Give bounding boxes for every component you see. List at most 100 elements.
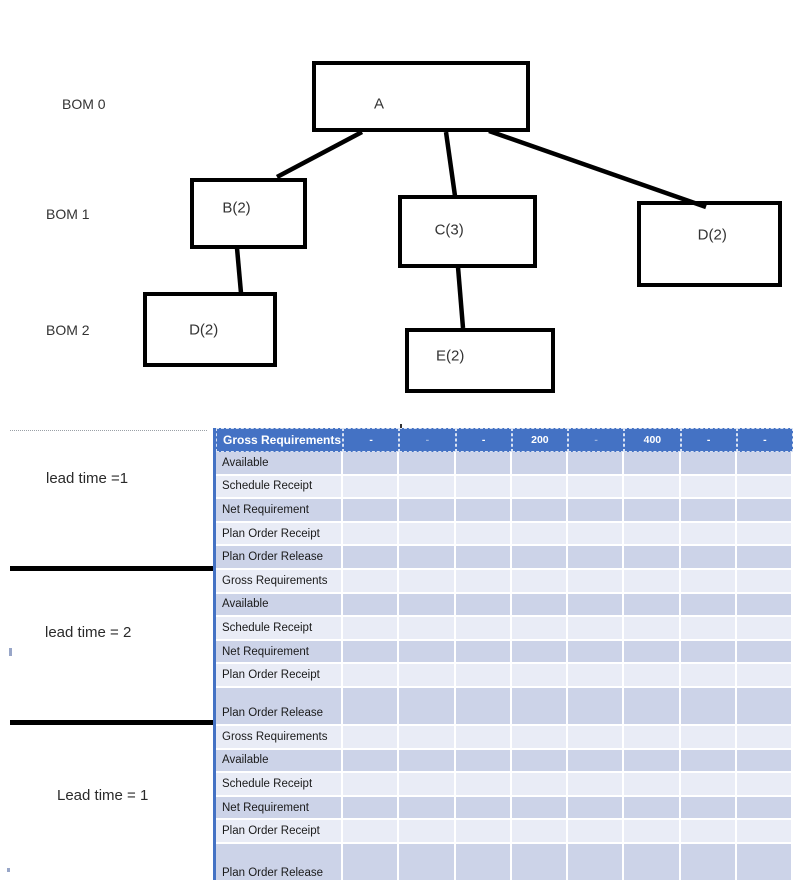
mrp-cell[interactable] — [624, 664, 681, 688]
mrp-cell[interactable] — [511, 796, 568, 821]
mrp-cell[interactable] — [680, 546, 737, 570]
mrp-cell[interactable] — [680, 475, 737, 500]
bom-node-D2[interactable]: D(2) — [143, 292, 277, 367]
mrp-header-value[interactable]: - — [399, 428, 456, 452]
mrp-cell[interactable] — [399, 522, 456, 547]
mrp-cell[interactable] — [624, 452, 681, 476]
mrp-cell[interactable] — [399, 569, 456, 594]
lead-time-label-1[interactable]: lead time =1 — [46, 470, 129, 487]
mrp-cell[interactable] — [736, 475, 793, 500]
mrp-cell[interactable] — [399, 475, 456, 500]
mrp-cell[interactable] — [568, 617, 625, 641]
mrp-cell[interactable] — [736, 773, 793, 797]
mrp-cell[interactable] — [568, 522, 625, 547]
mrp-cell[interactable] — [624, 796, 681, 821]
mrp-cell[interactable] — [399, 640, 456, 665]
mrp-cell[interactable] — [511, 452, 568, 476]
mrp-cell[interactable] — [455, 522, 512, 547]
mrp-cell[interactable] — [511, 820, 568, 844]
mrp-cell[interactable] — [511, 569, 568, 594]
mrp-cell[interactable] — [343, 569, 400, 594]
mrp-cell[interactable] — [343, 452, 400, 476]
mrp-row-label[interactable]: Plan Order Release — [216, 546, 343, 570]
mrp-cell[interactable] — [736, 640, 793, 665]
mrp-cell[interactable] — [736, 499, 793, 523]
bom-node-A[interactable]: A — [312, 61, 530, 132]
mrp-cell[interactable] — [399, 617, 456, 641]
mrp-cell[interactable] — [624, 617, 681, 641]
mrp-cell[interactable] — [624, 569, 681, 594]
mrp-cell[interactable] — [568, 749, 625, 774]
mrp-row-label[interactable]: Schedule Receipt — [216, 617, 343, 641]
mrp-cell[interactable] — [455, 617, 512, 641]
mrp-cell[interactable] — [736, 796, 793, 821]
mrp-cell[interactable] — [680, 593, 737, 618]
mrp-cell[interactable] — [399, 452, 456, 476]
mrp-cell[interactable] — [736, 593, 793, 618]
mrp-cell[interactable] — [568, 569, 625, 594]
lead-time-label-2[interactable]: lead time = 2 — [45, 624, 132, 641]
mrp-cell[interactable] — [455, 640, 512, 665]
mrp-cell[interactable] — [511, 617, 568, 641]
mrp-cell[interactable] — [736, 452, 793, 476]
mrp-row-label[interactable]: Schedule Receipt — [216, 773, 343, 797]
mrp-cell[interactable] — [680, 796, 737, 821]
mrp-cell[interactable] — [343, 773, 400, 797]
bom-level-label-0[interactable]: BOM 0 — [62, 96, 106, 112]
mrp-cell[interactable] — [680, 843, 737, 880]
mrp-cell[interactable] — [624, 725, 681, 750]
mrp-cell[interactable] — [511, 593, 568, 618]
mrp-cell[interactable] — [736, 617, 793, 641]
mrp-cell[interactable] — [455, 820, 512, 844]
mrp-row-label[interactable]: Plan Order Receipt — [216, 522, 343, 547]
mrp-cell[interactable] — [736, 522, 793, 547]
mrp-cell[interactable] — [568, 546, 625, 570]
mrp-cell[interactable] — [343, 687, 400, 726]
mrp-cell[interactable] — [343, 617, 400, 641]
mrp-cell[interactable] — [624, 475, 681, 500]
mrp-cell[interactable] — [399, 820, 456, 844]
bom-node-E[interactable]: E(2) — [405, 328, 555, 393]
mrp-cell[interactable] — [624, 546, 681, 570]
mrp-cell[interactable] — [680, 569, 737, 594]
mrp-cell[interactable] — [455, 687, 512, 726]
mrp-cell[interactable] — [455, 546, 512, 570]
mrp-cell[interactable] — [343, 725, 400, 750]
mrp-cell[interactable] — [624, 749, 681, 774]
mrp-row-label[interactable]: Schedule Receipt — [216, 475, 343, 500]
mrp-cell[interactable] — [680, 664, 737, 688]
mrp-cell[interactable] — [399, 773, 456, 797]
mrp-cell[interactable] — [511, 546, 568, 570]
mrp-row-label[interactable]: Plan Order Release — [216, 843, 343, 880]
mrp-header-label[interactable]: Gross Requirements — [216, 428, 343, 452]
mrp-cell[interactable] — [343, 749, 400, 774]
mrp-row-label[interactable]: Net Requirement — [216, 640, 343, 665]
mrp-cell[interactable] — [568, 687, 625, 726]
mrp-cell[interactable] — [736, 820, 793, 844]
mrp-cell[interactable] — [568, 475, 625, 500]
mrp-cell[interactable] — [736, 569, 793, 594]
mrp-cell[interactable] — [399, 546, 456, 570]
mrp-cell[interactable] — [568, 664, 625, 688]
mrp-cell[interactable] — [568, 820, 625, 844]
mrp-cell[interactable] — [399, 725, 456, 750]
mrp-cell[interactable] — [511, 499, 568, 523]
mrp-cell[interactable] — [736, 664, 793, 688]
mrp-cell[interactable] — [399, 499, 456, 523]
mrp-cell[interactable] — [680, 640, 737, 665]
mrp-cell[interactable] — [568, 796, 625, 821]
mrp-cell[interactable] — [511, 687, 568, 726]
mrp-cell[interactable] — [624, 843, 681, 880]
mrp-cell[interactable] — [455, 725, 512, 750]
mrp-cell[interactable] — [568, 640, 625, 665]
mrp-cell[interactable] — [568, 499, 625, 523]
mrp-cell[interactable] — [624, 522, 681, 547]
mrp-cell[interactable] — [455, 475, 512, 500]
mrp-cell[interactable] — [343, 664, 400, 688]
mrp-cell[interactable] — [343, 546, 400, 570]
mrp-cell[interactable] — [568, 452, 625, 476]
mrp-cell[interactable] — [680, 749, 737, 774]
mrp-row-label[interactable]: Net Requirement — [216, 796, 343, 821]
mrp-cell[interactable] — [399, 687, 456, 726]
mrp-row-label[interactable]: Gross Requirements — [216, 725, 343, 750]
